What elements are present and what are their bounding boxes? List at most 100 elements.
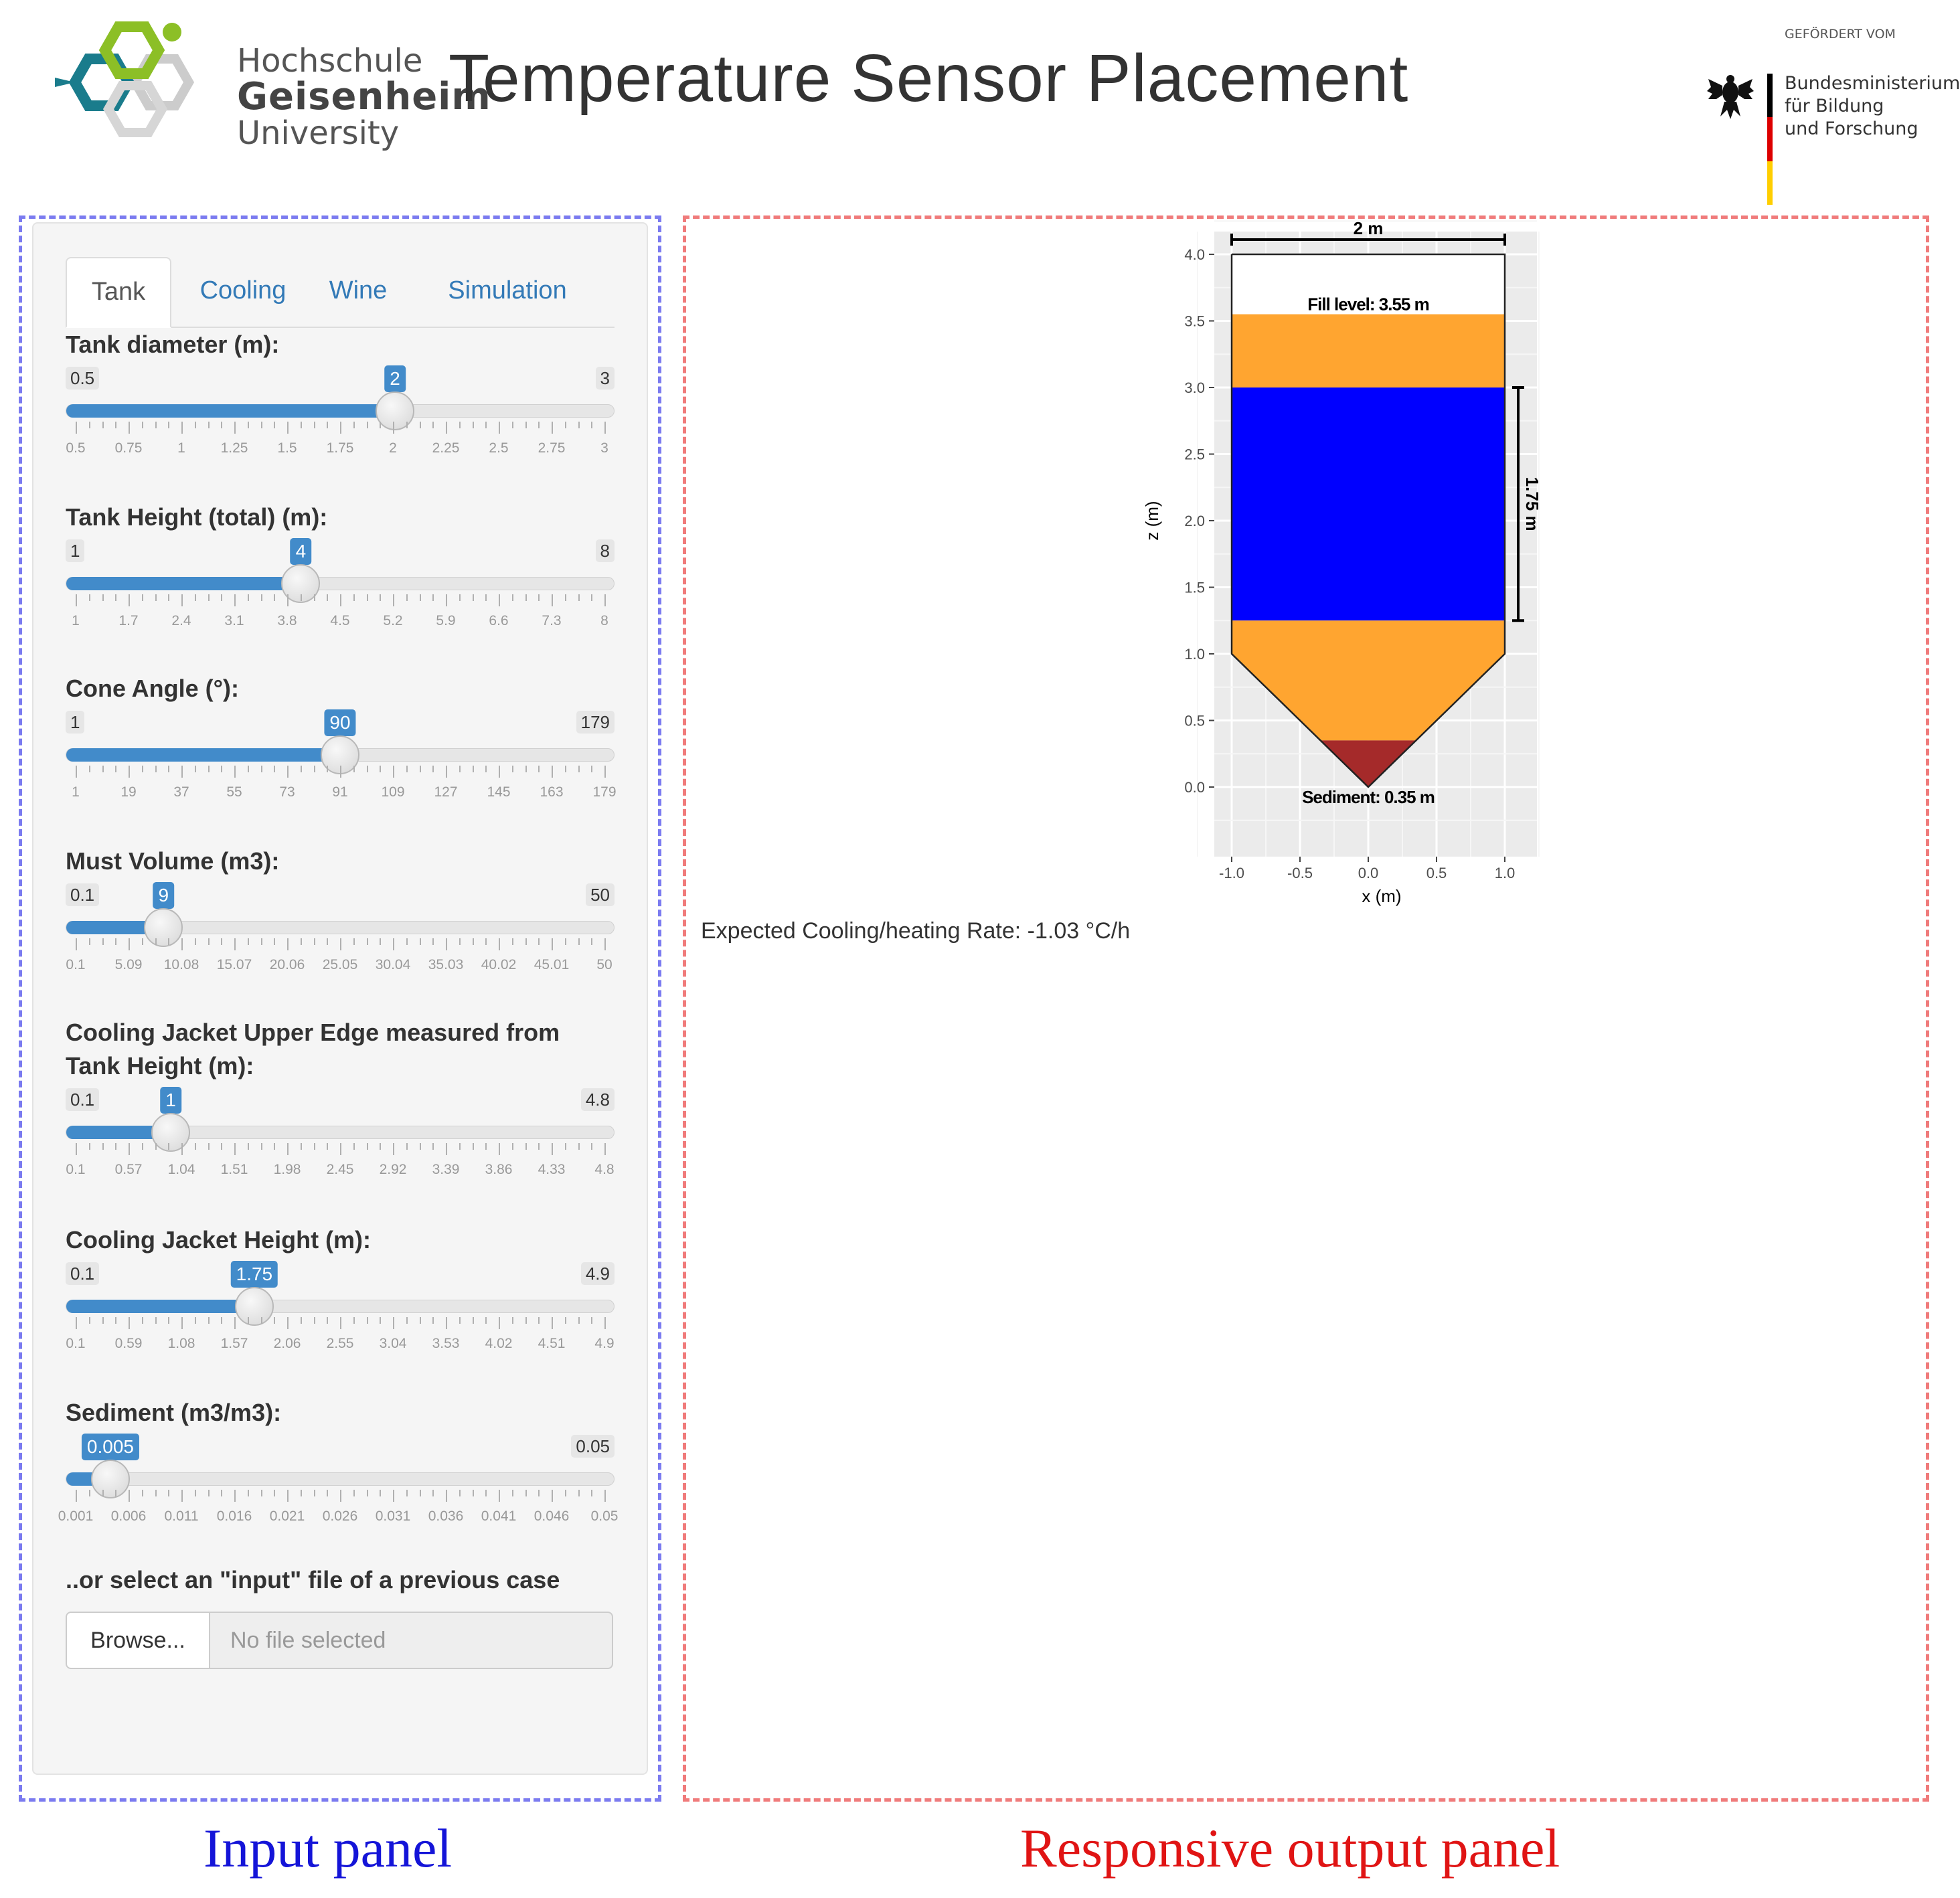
file-input-group[interactable]: Browse... No file selected <box>66 1612 613 1669</box>
slider-tick <box>525 938 527 945</box>
slider-tick-label: 50 <box>596 957 612 972</box>
slider-tick <box>168 938 170 945</box>
slider-tick <box>564 1490 566 1496</box>
slider-tick <box>300 1143 302 1150</box>
slider-tick-label: 2.25 <box>432 440 460 456</box>
slider-tick <box>274 766 276 772</box>
logo-line-2: Geisenheim <box>237 75 491 118</box>
slider-tick <box>76 594 77 606</box>
slider-tick <box>459 422 461 428</box>
slider-handle[interactable] <box>151 1113 191 1152</box>
slider-tick <box>552 1317 553 1329</box>
slider-tick-label: 2.45 <box>326 1162 354 1177</box>
slider-max-label: 50 <box>586 883 615 906</box>
slider-tick-label: 127 <box>434 784 458 800</box>
slider-tick <box>485 594 487 601</box>
slider-tick <box>353 422 355 428</box>
slider-tick-label: 5.2 <box>383 613 403 628</box>
slider-tick <box>129 1490 130 1502</box>
file-name-field[interactable]: No file selected <box>210 1612 613 1669</box>
slider-tick <box>300 938 302 945</box>
slider-track[interactable] <box>66 1126 615 1139</box>
slider-tick <box>274 1143 276 1150</box>
slider-tick <box>194 1317 196 1324</box>
slider-tick <box>591 1317 593 1324</box>
slider-tick <box>181 594 183 606</box>
slider-tick-label: 0.001 <box>58 1508 94 1524</box>
slider-tick <box>247 766 249 772</box>
slider-value-label: 1 <box>160 1087 181 1119</box>
slider-handle[interactable] <box>90 1460 130 1498</box>
browse-button[interactable]: Browse... <box>66 1612 210 1669</box>
slider-tick <box>499 1143 500 1155</box>
slider-track[interactable] <box>66 404 615 418</box>
slider-tick-label: 1.57 <box>220 1336 248 1351</box>
slider-min-label: 0.1 <box>66 883 100 906</box>
slider-tick <box>538 594 540 601</box>
tab-wine[interactable]: Wine <box>329 276 388 305</box>
slider-tick <box>578 938 580 945</box>
slider-tick <box>446 766 447 778</box>
slider-tick <box>552 938 553 950</box>
slider-tick <box>432 938 434 945</box>
slider-tick <box>181 422 183 434</box>
slider-track[interactable] <box>66 921 615 934</box>
slider-tick <box>260 938 262 945</box>
y-axis-tick-label: 1.5 <box>1184 580 1205 596</box>
output-panel-frame <box>683 215 1929 1802</box>
slider-tick <box>287 938 289 950</box>
cooling-jacket-upper-edge-slider[interactable]: Cooling Jacket Upper Edge measured from … <box>66 1016 615 1177</box>
slider-tick-label: 1.75 <box>326 440 354 456</box>
slider-max-label: 179 <box>576 711 615 734</box>
slider-tick <box>115 1317 117 1324</box>
slider-tick <box>525 1143 527 1150</box>
slider-tick <box>168 422 170 428</box>
slider-track[interactable] <box>66 577 615 590</box>
slider-value-label: 1.75 <box>230 1261 278 1293</box>
slider-tick <box>578 1143 580 1150</box>
slider-tick <box>591 594 593 601</box>
slider-tick <box>552 1143 553 1155</box>
slider-tick <box>181 1143 183 1155</box>
slider-tick <box>525 766 527 772</box>
slider-tick <box>604 594 606 606</box>
slider-tick <box>564 766 566 772</box>
slider-handle[interactable] <box>376 392 414 430</box>
slider-tick-label: 0.006 <box>110 1508 147 1524</box>
slider-tick <box>366 1490 368 1496</box>
slider-handle[interactable] <box>234 1287 274 1326</box>
slider-tick <box>274 594 276 601</box>
slider-tick <box>141 766 143 772</box>
slider-tick <box>300 766 302 772</box>
slider-tick <box>366 1143 368 1150</box>
slider-tick <box>472 1317 474 1324</box>
slider-tick-label: 2.55 <box>326 1336 354 1351</box>
slider-tick <box>287 766 289 778</box>
tab-cooling[interactable]: Cooling <box>199 276 287 305</box>
tab-simulation[interactable]: Simulation <box>448 276 567 305</box>
input-panel-caption: Input panel <box>203 1818 453 1879</box>
slider-track[interactable] <box>66 1300 615 1313</box>
tab-tank[interactable]: Tank <box>66 257 171 328</box>
slider-tick <box>485 1143 487 1150</box>
slider-value-label: 2 <box>384 365 406 398</box>
slider-track[interactable] <box>66 1472 615 1486</box>
slider-tick <box>446 1490 447 1502</box>
slider-tick <box>406 1490 408 1496</box>
slider-tick <box>406 594 408 601</box>
slider-handle[interactable] <box>144 908 183 947</box>
slider-tick <box>353 938 355 945</box>
slider-tick-label: 1.7 <box>118 613 139 628</box>
slider-tick <box>511 422 513 428</box>
slider-tick <box>499 1317 500 1329</box>
slider-label: Must Volume (m3): <box>66 847 280 875</box>
